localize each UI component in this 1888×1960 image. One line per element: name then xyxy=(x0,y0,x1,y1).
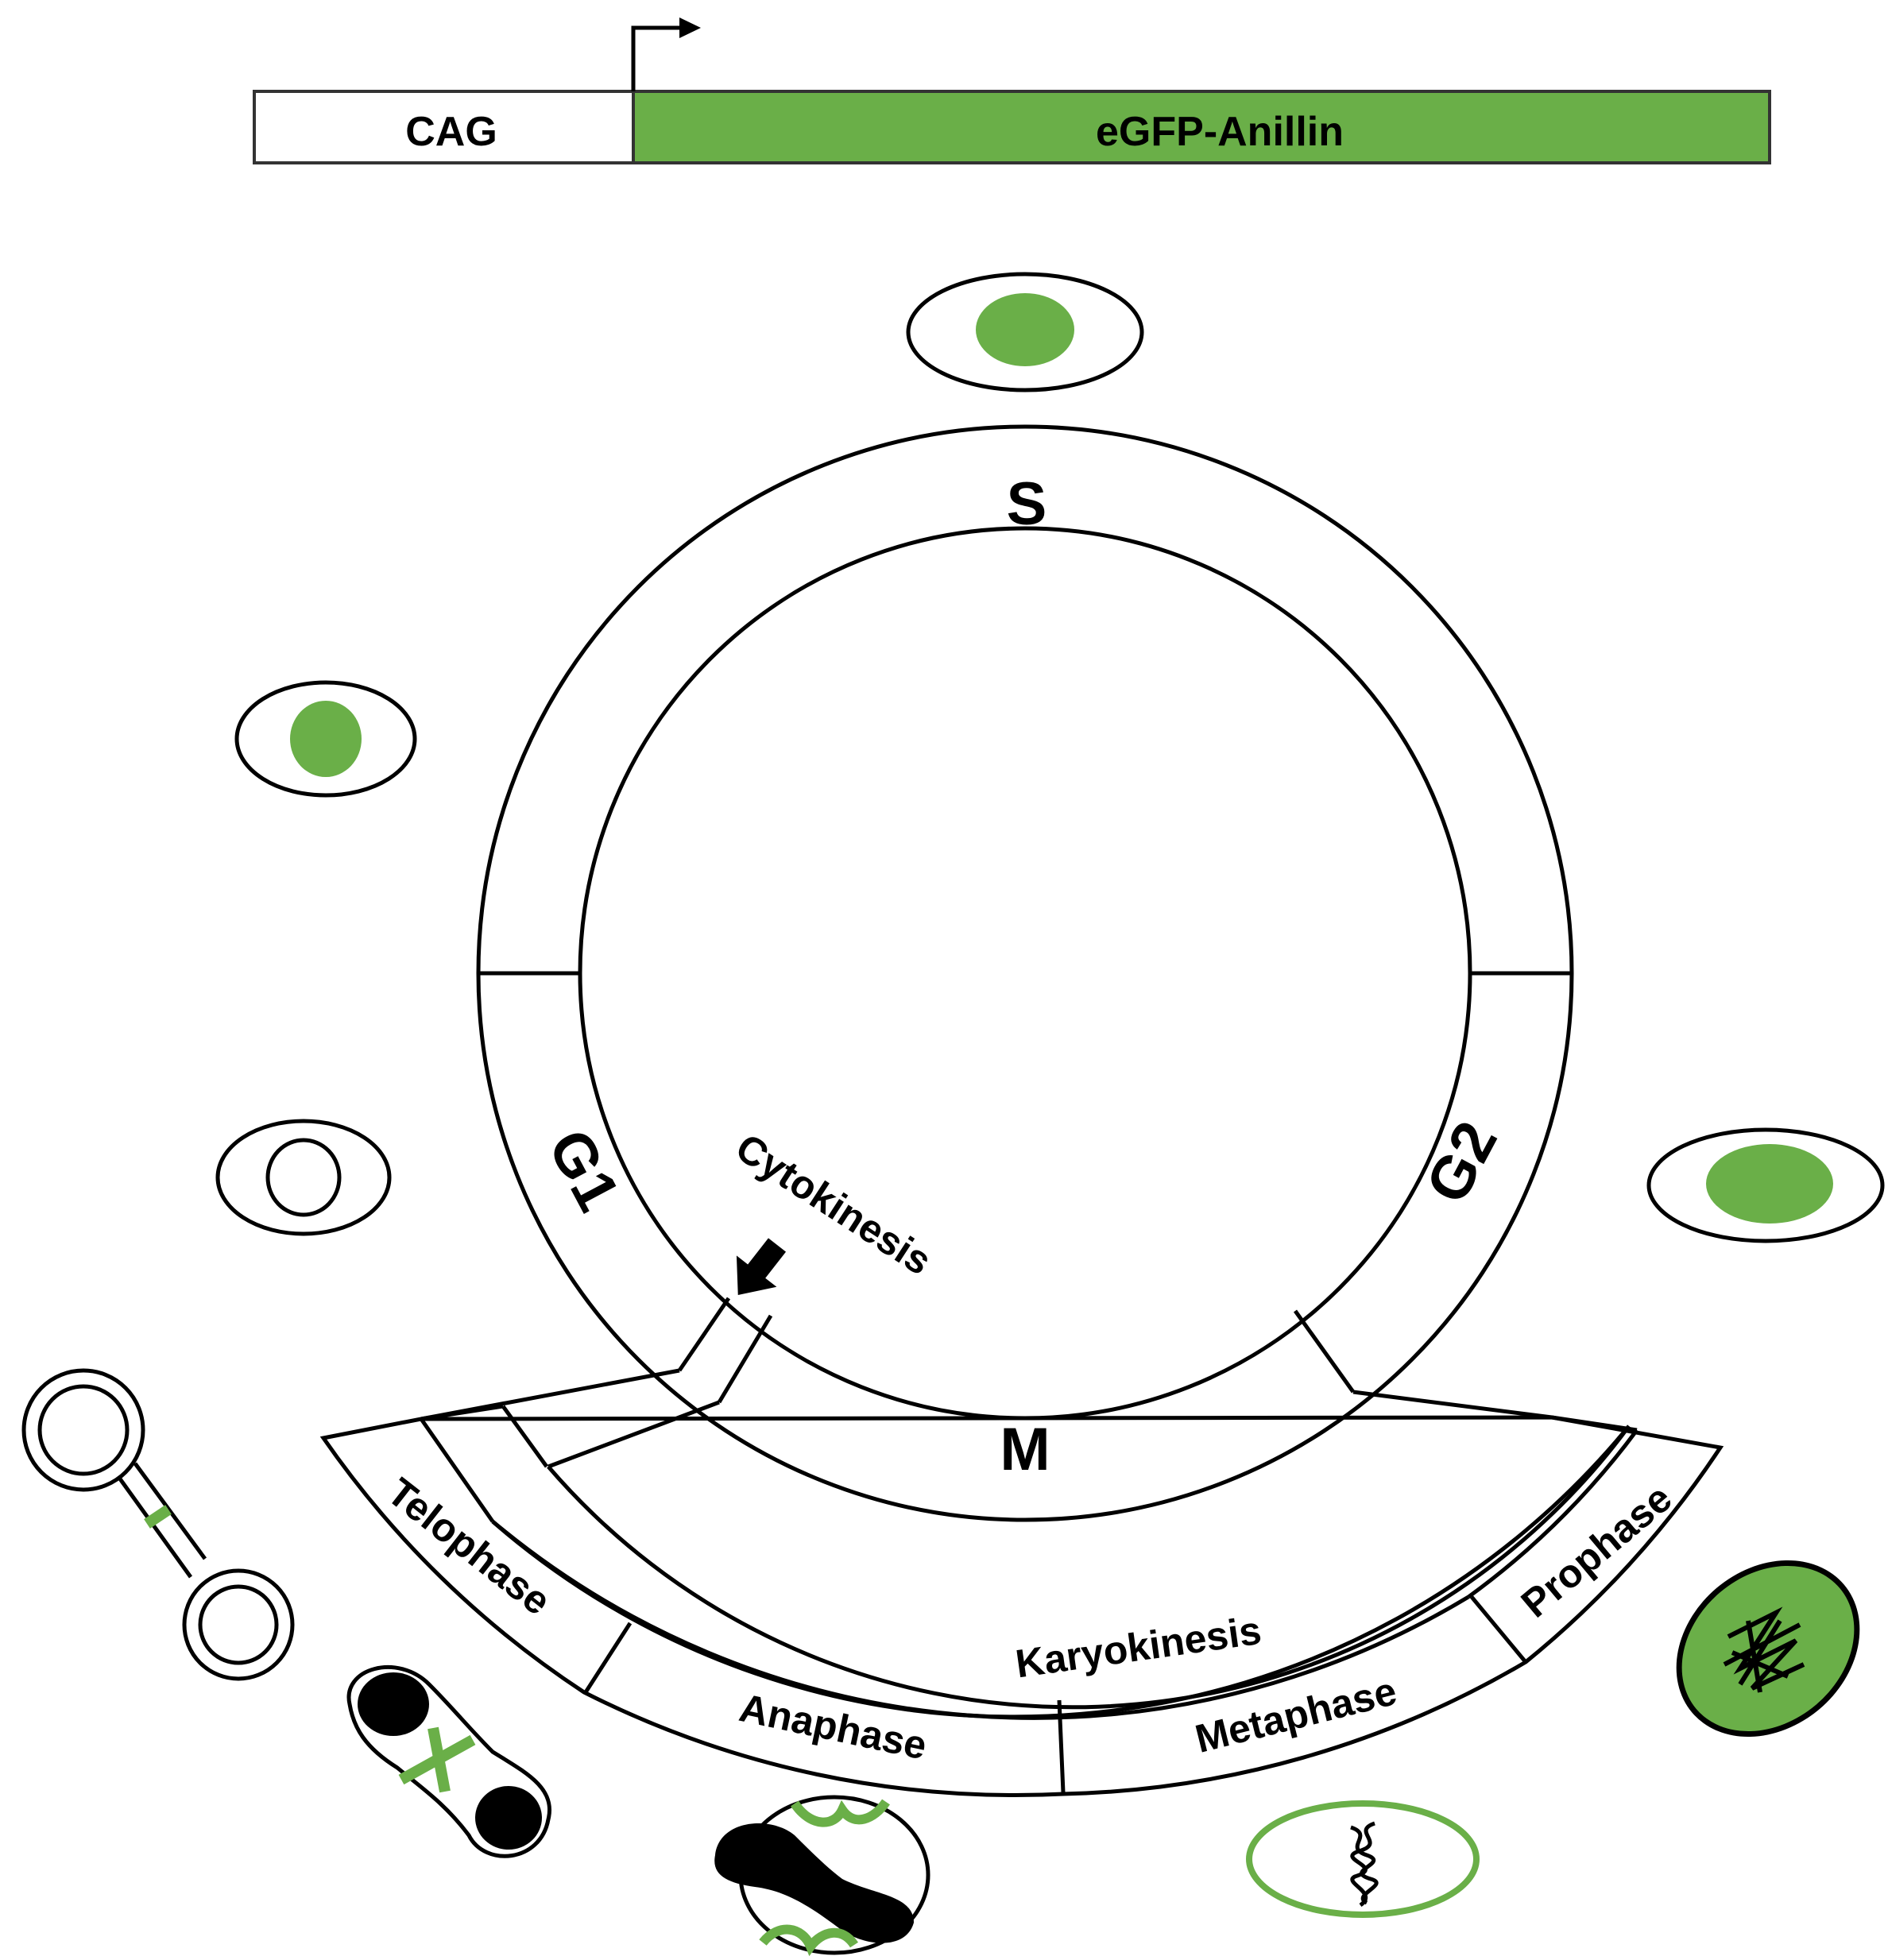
fan-top-left-tab2 xyxy=(501,1405,549,1468)
fan-top-left-tab xyxy=(420,1404,504,1421)
transcription-arrowhead-icon xyxy=(679,17,701,38)
divider-g2-m xyxy=(1293,1309,1356,1394)
connector-left-inner xyxy=(547,1400,720,1469)
g2-cell xyxy=(1646,1127,1885,1243)
s-phase-cell xyxy=(906,272,1144,392)
phase-g1-label: G1 xyxy=(535,1119,633,1221)
cytokinesis-cell xyxy=(21,1368,295,1681)
phase-s-label: S xyxy=(1007,470,1047,538)
prophase-label: Prophase xyxy=(1513,1475,1681,1626)
black-chromatin xyxy=(358,1672,429,1736)
karyo-outer-arc xyxy=(491,1425,1631,1719)
divider-ana-meta xyxy=(1057,1699,1066,1793)
divider-telo-ana xyxy=(583,1622,633,1694)
telophase-label: Telophase xyxy=(379,1470,559,1624)
transcription-start-arrow-icon xyxy=(631,25,683,91)
construct: CAG eGFP-Anillin xyxy=(253,17,1771,164)
cag-promoter-box xyxy=(253,90,635,164)
cytokinesis-arrow-icon xyxy=(736,1238,787,1296)
cells xyxy=(21,272,1885,1957)
ring-outer xyxy=(476,424,1574,1522)
black-chromatin xyxy=(475,1786,542,1850)
chromosome-icon xyxy=(1350,1825,1379,1905)
phase-m-label: M xyxy=(1000,1416,1050,1483)
connector-right xyxy=(1352,1390,1553,1420)
g1-late-cell xyxy=(234,680,417,798)
telophase-inner-edge xyxy=(419,1417,495,1523)
green-nucleus xyxy=(290,701,362,777)
egfp-anillin-label: eGFP-Anillin xyxy=(1096,109,1344,155)
green-nucleus xyxy=(976,293,1074,366)
karyo-inner-arc xyxy=(547,1425,1631,1710)
g1-early-cell xyxy=(215,1119,392,1236)
metaphase-label: Metaphase xyxy=(1191,1668,1401,1761)
prophase-cell xyxy=(1676,1560,1860,1738)
telophase-cell xyxy=(346,1665,551,1858)
cag-label: CAG xyxy=(405,109,497,155)
cycle-ring: S M G1 G2 Cytokinesis xyxy=(476,424,1574,1522)
divider-cyto-m xyxy=(717,1314,773,1404)
green-nucleus xyxy=(1706,1144,1833,1224)
divider-meta-pro xyxy=(1470,1595,1527,1664)
black-chromatin xyxy=(714,1823,914,1943)
fan-outline xyxy=(319,1415,1724,1798)
ring-inner xyxy=(578,526,1472,1421)
midbody-green xyxy=(144,1505,172,1529)
chromosome-icon xyxy=(1350,1821,1375,1908)
divider-g1-cyto xyxy=(677,1297,731,1372)
fan-top-right-tab xyxy=(1551,1415,1638,1432)
prophase-inner-edge xyxy=(1467,1428,1639,1599)
anaphase-cell xyxy=(714,1795,930,1957)
egfp-anillin-box xyxy=(632,90,1771,164)
karyokinesis-label: Karyokinesis xyxy=(1013,1608,1264,1687)
metaphase-cell xyxy=(1246,1800,1480,1918)
condensed-chromatin-icon xyxy=(1723,1606,1805,1693)
phase-g2-label: G2 xyxy=(1413,1111,1511,1213)
